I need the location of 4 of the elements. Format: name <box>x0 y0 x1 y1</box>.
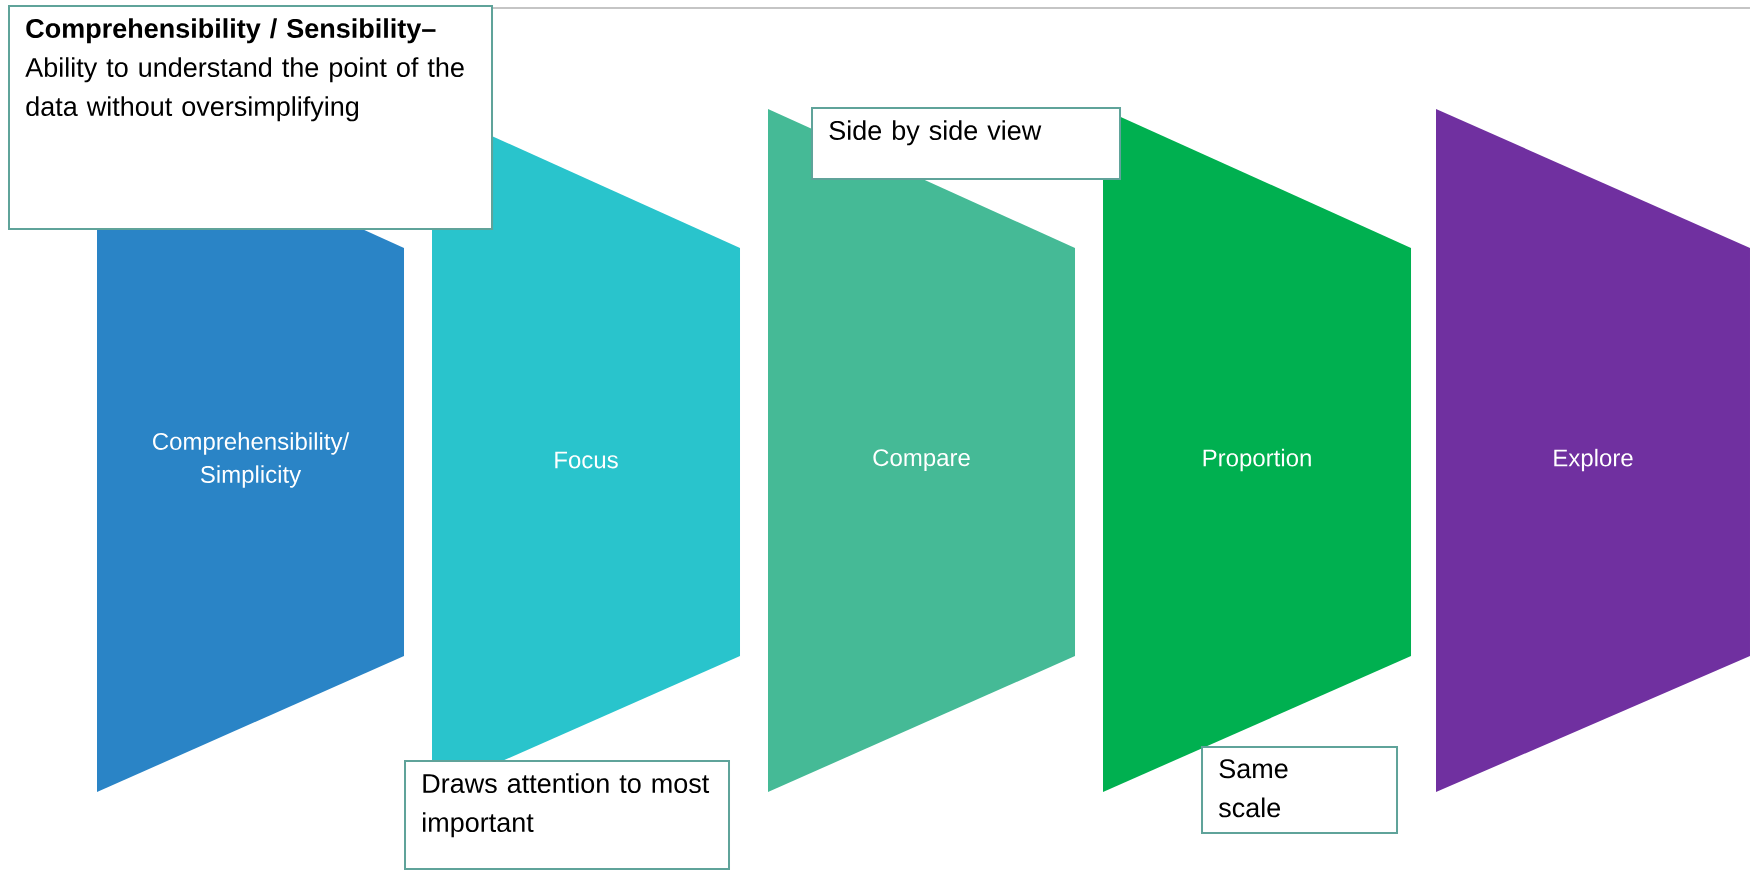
callout-box: Side by side view <box>811 107 1121 180</box>
callout-box: Draws attention to most important <box>404 760 730 870</box>
callout-box: Same scale <box>1201 746 1398 834</box>
callout-box: Comprehensibility / Sensibility– Ability to understand the point of the data without oversimplifying <box>8 5 493 230</box>
